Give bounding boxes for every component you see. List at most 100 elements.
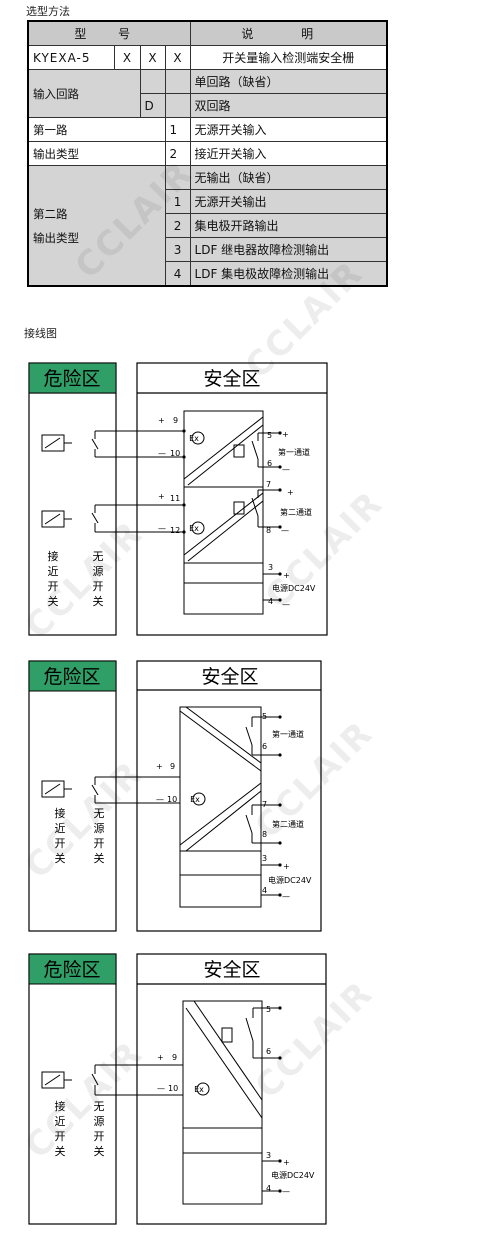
proximity-char: 接 [55, 807, 66, 820]
blank-cell [139, 69, 166, 94]
power-label: 电源DC24V [272, 583, 316, 593]
proximity-char: 关 [55, 1144, 66, 1158]
first-output-opt1-desc: 无源开关输入 [189, 117, 388, 142]
header-model: 型 号 [27, 20, 191, 46]
safe-title: 安全区 [201, 666, 258, 688]
selection-heading: 选型方法 [26, 5, 70, 18]
ex-mark: Ex [194, 1085, 204, 1094]
hazard-title: 危险区 [43, 959, 100, 981]
proximity-char: 近 [55, 822, 66, 835]
first-output-opt1-code: 1 [164, 117, 191, 142]
model-x2: X [139, 45, 166, 70]
table-header-row: 型 号 说 明 [27, 20, 388, 46]
blank-cell [164, 69, 191, 94]
model-code: KYEXA-5 [27, 45, 115, 70]
second-output-opt2-code: 2 [164, 213, 191, 238]
terminal-3: 3 [266, 1151, 271, 1160]
proximity-char: 接 [55, 1100, 66, 1113]
proximity-char: 关 [48, 594, 59, 608]
model-x3: X [164, 45, 191, 70]
plus-sign: + [283, 1158, 290, 1167]
header-desc: 说 明 [189, 20, 388, 46]
second-output-opt3-desc: LDF 继电器故障检测输出 [189, 237, 388, 262]
plus-sign: + [282, 430, 289, 439]
wiring-diagram-1: 危险区 安全区 Ex Ex [28, 362, 328, 636]
second-output-row-1: 1 无源开关输出 [28, 189, 388, 214]
ex-mark: Ex [189, 434, 199, 443]
minus-sign: — [158, 524, 166, 533]
input-loop-row-1: 输入回路 单回路（缺省） [27, 69, 388, 118]
safe-title: 安全区 [203, 368, 260, 390]
minus-sign: — [281, 526, 289, 535]
passive-char: 开 [94, 837, 105, 850]
terminal-6: 6 [266, 1047, 271, 1056]
barrier-module [183, 410, 264, 615]
plus-sign: + [158, 492, 165, 501]
passive-char: 源 [93, 564, 104, 578]
first-output-opt2-desc: 接近开关输入 [189, 141, 388, 166]
proximity-char: 开 [48, 580, 59, 593]
input-loop-opt1-desc: 单回路（缺省） [189, 69, 388, 94]
terminal-8: 8 [262, 830, 267, 839]
wiring-heading: 接线图 [24, 327, 57, 340]
proximity-char: 近 [55, 1115, 66, 1128]
minus-sign: — [282, 1187, 290, 1196]
second-output-row-4: 4 LDF 集电极故障检测输出 [28, 261, 388, 287]
terminal-7: 7 [266, 480, 271, 489]
terminal-5: 5 [262, 712, 267, 721]
wiring-diagram-3: 危险区 安全区 Ex + 9 — 10 5 6 3 + 电源DC24V 4 — … [28, 953, 327, 1225]
second-output-opt4-desc: LDF 集电极故障检测输出 [189, 261, 388, 287]
terminal-9: 9 [170, 762, 175, 771]
terminal-10: 10 [167, 795, 177, 804]
power-label: 电源DC24V [271, 1170, 315, 1180]
terminal-6: 6 [267, 459, 272, 468]
passive-char: 关 [94, 851, 105, 865]
hazard-title: 危险区 [43, 666, 100, 688]
plus-sign: + [157, 1053, 164, 1062]
minus-sign: — [282, 600, 290, 609]
input-loop-label: 输入回路 [27, 69, 141, 118]
first-output-label-2: 输出类型 [27, 141, 166, 166]
hazard-title: 危险区 [43, 368, 100, 390]
first-output-opt2-code: 2 [164, 141, 191, 166]
terminal-3: 3 [262, 854, 267, 863]
terminal-6: 6 [262, 742, 267, 751]
passive-char: 无 [94, 1100, 105, 1113]
passive-char: 开 [94, 1130, 105, 1143]
minus-sign: — [158, 449, 166, 458]
terminal-10: 10 [168, 1084, 178, 1093]
first-output-row-1: 第一路 1 无源开关输入 [27, 117, 388, 142]
selection-table: 型 号 说 明 KYEXA-5 X X X 开关量输入检测端安全栅 输入回路 单… [27, 20, 388, 287]
terminal-4: 4 [262, 886, 267, 895]
passive-char: 源 [94, 821, 105, 835]
second-output-row-3: 3 LDF 继电器故障检测输出 [28, 237, 388, 262]
minus-sign: — [282, 892, 290, 901]
proximity-char: 开 [55, 1130, 66, 1143]
proximity-char: 近 [48, 565, 59, 578]
power-label: 电源DC24V [268, 875, 312, 885]
terminal-9: 9 [173, 416, 178, 425]
terminal-11: 11 [170, 494, 180, 503]
passive-char: 源 [94, 1114, 105, 1128]
channel-2-label: 第二通道 [272, 819, 304, 829]
model-desc: 开关量输入检测端安全栅 [189, 45, 388, 70]
terminal-12: 12 [170, 526, 180, 535]
terminal-8: 8 [266, 526, 271, 535]
first-output-row-2: 输出类型 2 接近开关输入 [27, 141, 388, 166]
terminal-4: 4 [266, 1184, 271, 1193]
terminal-10: 10 [170, 449, 180, 458]
terminal-7: 7 [262, 800, 267, 809]
passive-char: 关 [93, 594, 104, 608]
blank-cell [164, 93, 191, 118]
channel-2-label: 第二通道 [280, 507, 312, 517]
hazard-title-bg [28, 362, 117, 394]
channel-1-label: 第一通道 [278, 447, 310, 457]
input-loop-opt2-desc: 双回路 [189, 93, 388, 118]
second-output-opt0-desc: 无输出（缺省） [189, 165, 388, 190]
minus-sign: — [156, 795, 164, 804]
safe-frame [136, 362, 328, 636]
plus-sign: + [158, 416, 165, 425]
proximity-char: 关 [55, 851, 66, 865]
input-loop-opt2-code: D [139, 93, 166, 118]
terminal-4: 4 [268, 597, 273, 606]
